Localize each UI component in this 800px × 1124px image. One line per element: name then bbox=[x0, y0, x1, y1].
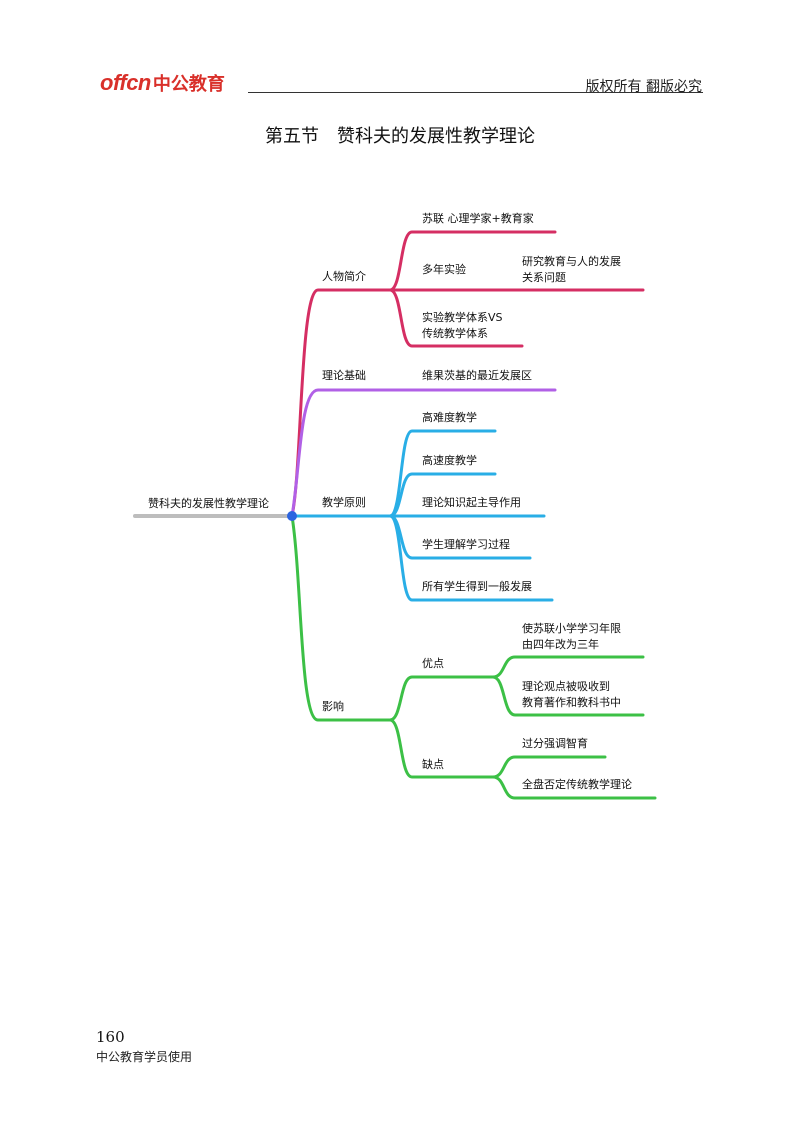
logo-latin: offcn bbox=[100, 70, 151, 95]
footer-note: 中公教育学员使用 bbox=[96, 1050, 193, 1064]
intro-node: 人物简介 bbox=[322, 270, 366, 283]
impact-node: 影响 bbox=[322, 700, 344, 713]
cons-item: 全盘否定传统教学理论 bbox=[522, 778, 632, 791]
intro-sub-system-line2: 传统教学体系 bbox=[422, 327, 488, 340]
cons-2-curve bbox=[491, 775, 657, 800]
experiment-detail-line1: 研究教育与人的发展 bbox=[522, 255, 621, 268]
principle-item: 所有学生得到一般发展 bbox=[422, 580, 532, 593]
pros-curve bbox=[388, 675, 495, 722]
intro-sub-system-line1: 实验教学体系VS bbox=[422, 311, 503, 324]
intro-sub-experiment: 多年实验 bbox=[422, 263, 466, 276]
pros-item-line1: 使苏联小学学习年限 bbox=[522, 622, 621, 635]
theory-node: 理论基础 bbox=[322, 369, 366, 382]
intro-sub3-curve bbox=[388, 288, 524, 348]
cons-node: 缺点 bbox=[422, 758, 444, 771]
impact-branch-curve bbox=[290, 514, 392, 722]
pros-item-line2: 教育著作和教科书中 bbox=[522, 696, 621, 709]
pros-1-curve bbox=[491, 655, 645, 679]
pros-2-curve bbox=[491, 675, 645, 717]
experiment-detail: 研究教育与人的发展 关系问题 bbox=[522, 254, 621, 286]
page-number: 160 bbox=[96, 1028, 125, 1046]
theory-branch-curve bbox=[290, 388, 557, 518]
pros-item: 使苏联小学学习年限 由四年改为三年 bbox=[522, 621, 621, 653]
cons-1-curve bbox=[491, 755, 607, 779]
intro-sub-system: 实验教学体系VS 传统教学体系 bbox=[422, 310, 503, 342]
cons-item: 过分强调智育 bbox=[522, 737, 588, 750]
principle-2-curve bbox=[388, 472, 497, 518]
principles-node: 教学原则 bbox=[322, 496, 366, 509]
principle-item: 学生理解学习过程 bbox=[422, 538, 510, 551]
principle-item: 高速度教学 bbox=[422, 454, 477, 467]
experiment-detail-line2: 关系问题 bbox=[522, 271, 566, 284]
pros-item-line1: 理论观点被吸收到 bbox=[522, 680, 610, 693]
principle-5-curve bbox=[388, 514, 554, 602]
intro-sub1-curve bbox=[388, 230, 557, 292]
logo-chinese: 中公教育 bbox=[152, 74, 225, 95]
copyright-notice: 版权所有 翻版必究 bbox=[585, 79, 702, 95]
root-node-dot bbox=[287, 511, 297, 521]
pros-item: 理论观点被吸收到 教育著作和教科书中 bbox=[522, 679, 621, 711]
intro-sub-nationality: 苏联 心理学家+教育家 bbox=[422, 212, 534, 225]
pros-item-line2: 由四年改为三年 bbox=[522, 638, 599, 651]
cons-curve bbox=[388, 718, 495, 779]
offcn-logo: offcn 中公教育 bbox=[100, 70, 225, 96]
root-node: 赞科夫的发展性教学理论 bbox=[148, 497, 269, 510]
pros-node: 优点 bbox=[422, 657, 444, 670]
principle-item: 理论知识起主导作用 bbox=[422, 496, 521, 509]
section-title: 第五节 赞科夫的发展性教学理论 bbox=[265, 126, 535, 147]
principle-item: 高难度教学 bbox=[422, 411, 477, 424]
header-rule bbox=[248, 92, 703, 93]
theory-sub-zpd: 维果茨基的最近发展区 bbox=[422, 369, 532, 382]
